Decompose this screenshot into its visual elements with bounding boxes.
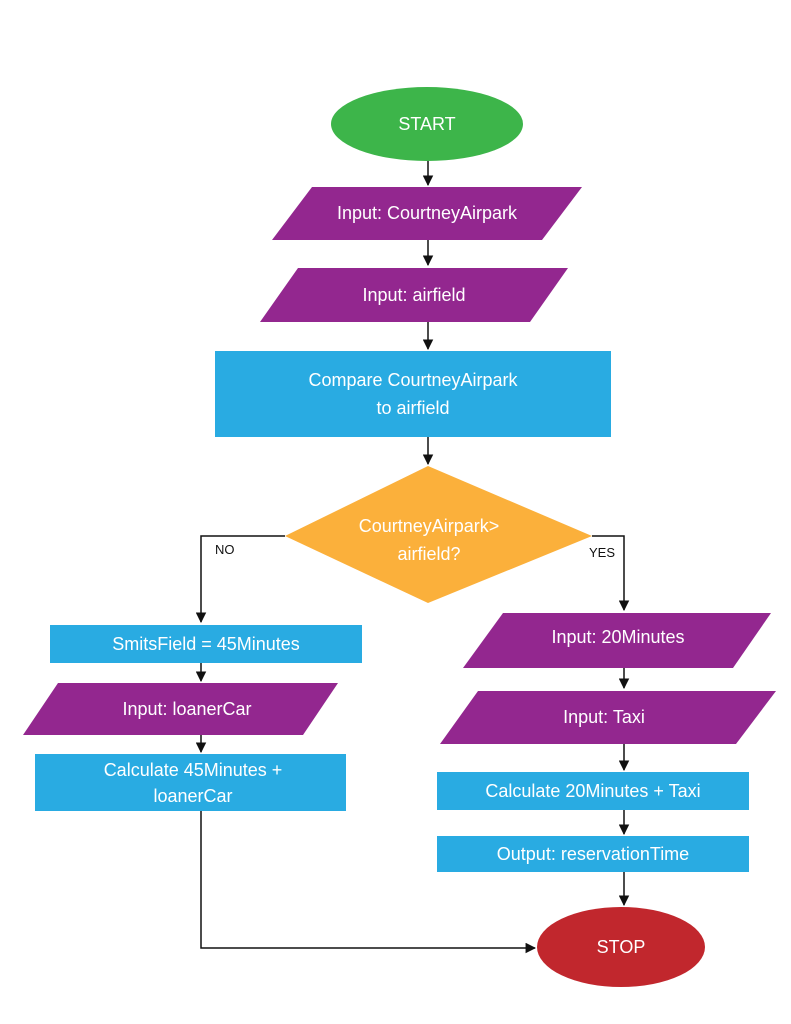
input-loaner-label: Input: loanerCar	[122, 699, 251, 719]
input-20-node: Input: 20Minutes	[463, 613, 771, 668]
smits-process-shape	[50, 625, 362, 663]
input-courtney-shape	[272, 187, 582, 240]
input-taxi-node: Input: Taxi	[440, 691, 776, 744]
input-20-shape	[463, 613, 771, 668]
connectors	[195, 160, 630, 954]
output-process-shape	[437, 836, 749, 872]
stop-label: STOP	[597, 937, 646, 957]
input-loaner-shape	[23, 683, 338, 735]
calc-loaner-label-line-2: loanerCar	[153, 786, 232, 806]
edge-calc-loaner-to-stop	[200, 811, 537, 954]
decision-label-line-2: airfield?	[397, 544, 460, 564]
input-loaner-node: Input: loanerCar	[23, 683, 338, 735]
start-label: START	[398, 114, 455, 134]
start-node: START	[331, 87, 523, 161]
smits-node: SmitsField = 45Minutes	[50, 625, 362, 663]
calc-taxi-node: Calculate 20Minutes + Taxi	[437, 772, 749, 810]
smits-label: SmitsField = 45Minutes	[112, 634, 300, 654]
output-label: Output: reservationTime	[497, 844, 689, 864]
input-20-label: Input: 20Minutes	[551, 627, 684, 647]
input-courtney-node: Input: CourtneyAirpark	[272, 187, 582, 240]
input-taxi-label: Input: Taxi	[563, 707, 645, 727]
compare-label-line-1: Compare CourtneyAirpark	[308, 370, 518, 390]
edge-label-yes: YES	[589, 545, 615, 560]
edge-decision-yes	[592, 535, 630, 612]
decision-diamond-shape	[285, 466, 592, 603]
decision-node: CourtneyAirpark> airfield?	[285, 466, 592, 603]
input-airfield-shape	[260, 268, 568, 322]
calc-loaner-label-line-1: Calculate 45Minutes +	[104, 760, 283, 780]
calc-taxi-process-shape	[437, 772, 749, 810]
calc-taxi-label: Calculate 20Minutes + Taxi	[485, 781, 700, 801]
input-airfield-node: Input: airfield	[260, 268, 568, 322]
stop-node: STOP	[537, 907, 705, 987]
stop-terminal-shape	[537, 907, 705, 987]
calc-loaner-process-shape	[35, 754, 346, 811]
input-taxi-shape	[440, 691, 776, 744]
decision-label-line-1: CourtneyAirpark>	[359, 516, 500, 536]
input-courtney-label: Input: CourtneyAirpark	[337, 203, 518, 223]
output-node: Output: reservationTime	[437, 836, 749, 872]
compare-node: Compare CourtneyAirpark to airfield	[215, 351, 611, 437]
input-airfield-label: Input: airfield	[362, 285, 465, 305]
calc-loaner-node: Calculate 45Minutes + loanerCar	[35, 754, 346, 811]
start-terminal-shape	[331, 87, 523, 161]
edge-decision-no	[195, 535, 285, 624]
edge-label-no: NO	[215, 542, 235, 557]
compare-process-shape	[215, 351, 611, 437]
compare-label-line-2: to airfield	[376, 398, 449, 418]
